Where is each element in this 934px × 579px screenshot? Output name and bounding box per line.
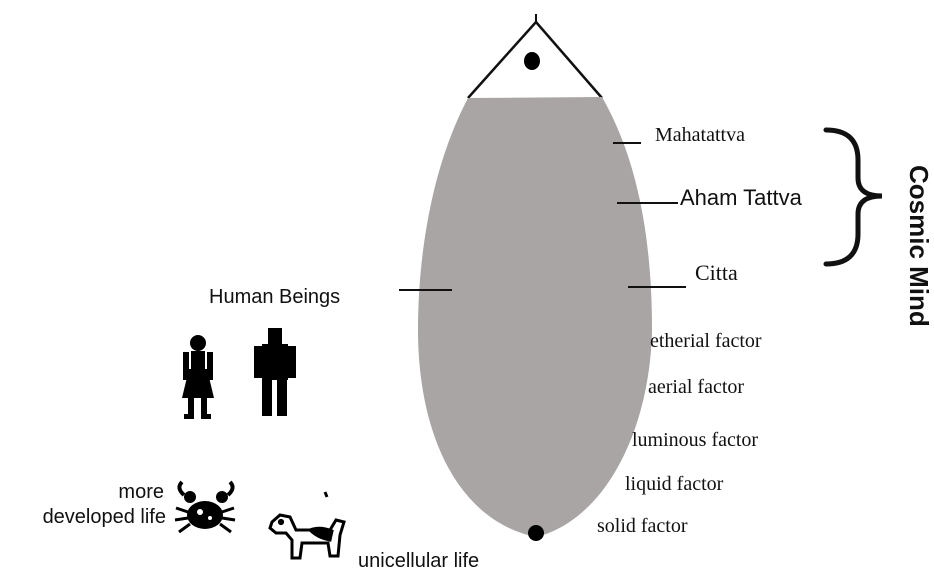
label-etherial-factor: etherial factor bbox=[650, 331, 762, 351]
label-human-beings: Human Beings bbox=[209, 287, 340, 307]
cosmic-mind-brace bbox=[826, 130, 882, 264]
bottom-dot bbox=[528, 525, 544, 541]
label-luminous-factor: luminous factor bbox=[632, 430, 758, 450]
label-cosmic-mind: Cosmic Mind bbox=[903, 165, 934, 327]
label-aham-tattva: Aham Tattva bbox=[680, 187, 802, 209]
label-more: more bbox=[108, 482, 164, 502]
crab-icon bbox=[175, 482, 235, 532]
woman-figure-icon bbox=[182, 335, 214, 419]
man-figure-icon bbox=[254, 328, 296, 416]
label-citta: Citta bbox=[695, 262, 738, 284]
apex-dot bbox=[524, 52, 540, 70]
label-mahatattva: Mahatattva bbox=[655, 125, 745, 145]
label-developed-life: developed life bbox=[24, 507, 166, 527]
label-liquid-factor: liquid factor bbox=[625, 474, 723, 494]
dog-icon bbox=[270, 492, 344, 558]
cosmic-ellipse bbox=[418, 97, 652, 537]
label-unicellular-life: unicellular life bbox=[358, 551, 479, 571]
label-solid-factor: solid factor bbox=[597, 516, 688, 536]
label-aerial-factor: aerial factor bbox=[648, 377, 744, 397]
